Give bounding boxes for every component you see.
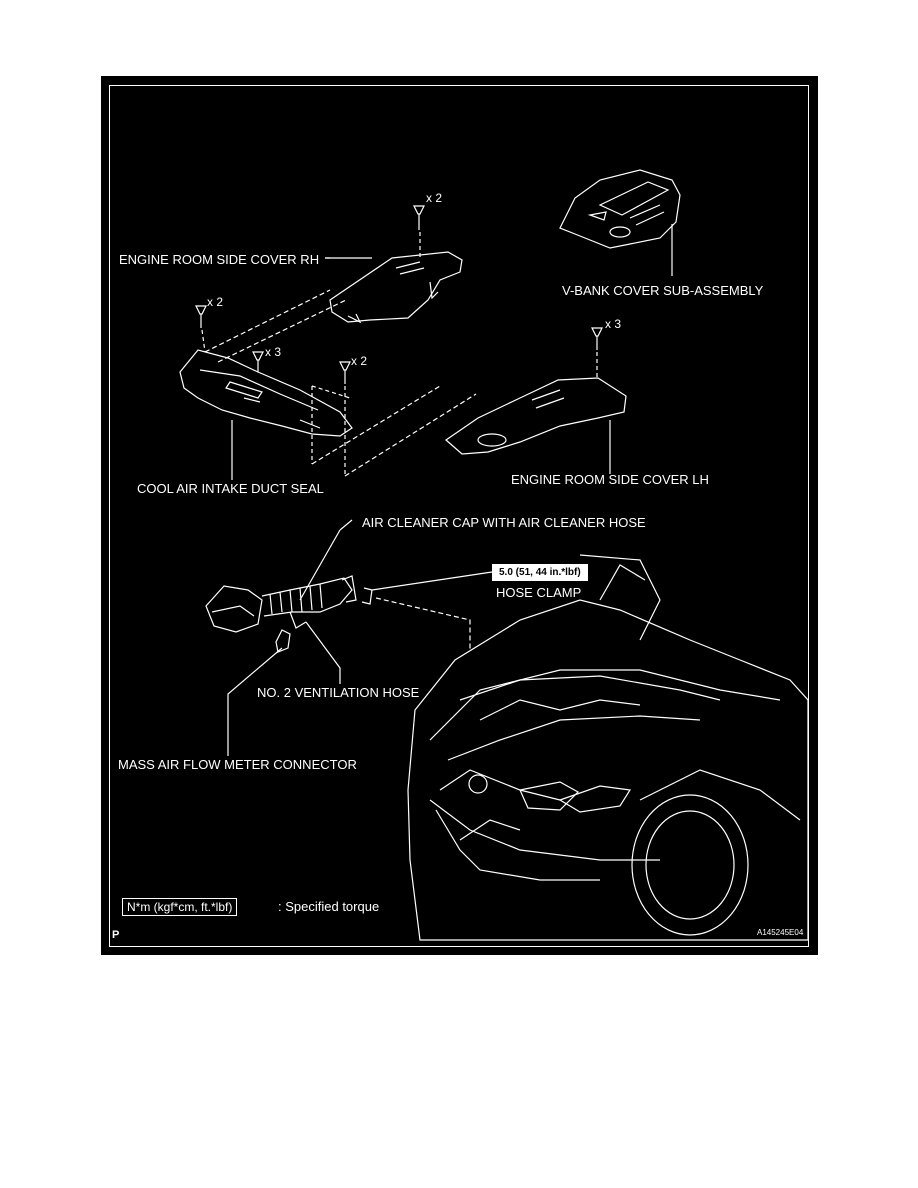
qty-seal-right-clips: x 2 bbox=[351, 354, 368, 368]
duct-seal-part bbox=[179, 349, 353, 437]
page-marker: P bbox=[112, 929, 120, 941]
label-air-cleaner-cap: AIR CLEANER CAP WITH AIR CLEANER HOSE bbox=[362, 515, 646, 530]
clip-rh bbox=[413, 205, 425, 230]
vehicle-front-part bbox=[407, 554, 809, 941]
illustration-border bbox=[109, 85, 809, 947]
clip-lh bbox=[591, 327, 603, 350]
qty-seal-mid-clips: x 3 bbox=[265, 345, 282, 359]
label-side-cover-rh: ENGINE ROOM SIDE COVER RH bbox=[119, 252, 320, 267]
label-duct-seal: COOL AIR INTAKE DUCT SEAL bbox=[137, 481, 324, 496]
side-cover-lh-part bbox=[445, 377, 627, 455]
label-hose-clamp: HOSE CLAMP bbox=[496, 585, 582, 600]
label-v-bank-cover: V-BANK COVER SUB-ASSEMBLY bbox=[562, 283, 764, 298]
legend-description: : Specified torque bbox=[278, 899, 380, 914]
side-cover-rh-part bbox=[329, 251, 463, 324]
qty-seal-left-clips: x 2 bbox=[207, 295, 224, 309]
qty-lh-clips: x 3 bbox=[605, 317, 622, 331]
legend-unit-box: N*m (kgf*cm, ft.*lbf) bbox=[122, 898, 238, 916]
label-maf-connector: MASS AIR FLOW METER CONNECTOR bbox=[118, 757, 357, 772]
clip-seal-left bbox=[195, 305, 207, 328]
torque-spec-hose-clamp: 5.0 (51, 44 in.*lbf) bbox=[492, 564, 588, 581]
clip-seal-right bbox=[339, 361, 351, 384]
label-ventilation-hose: NO. 2 VENTILATION HOSE bbox=[257, 685, 420, 700]
qty-rh-clips: x 2 bbox=[426, 191, 443, 205]
air-cleaner-part bbox=[205, 575, 373, 653]
label-side-cover-lh: ENGINE ROOM SIDE COVER LH bbox=[511, 472, 709, 487]
v-bank-cover-part bbox=[559, 169, 681, 249]
figure-id: A145245E04 bbox=[757, 928, 804, 937]
clip-seal-mid bbox=[252, 351, 264, 372]
